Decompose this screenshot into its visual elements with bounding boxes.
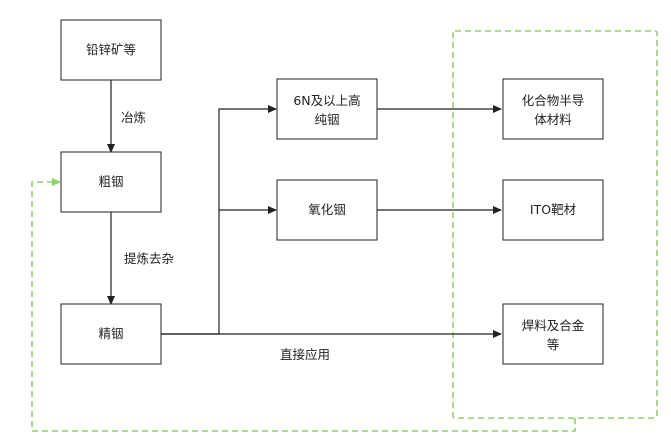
node-solder-alloy: 焊料及合金 等 (502, 303, 604, 365)
node-compound-semiconductor: 化合物半导 体材料 (502, 78, 604, 140)
node-ito-target-label: ITO靶材 (530, 202, 576, 217)
node-refined-indium: 精铟 (60, 303, 162, 365)
node-ito-target: ITO靶材 (502, 179, 604, 241)
arrow-refined-to-high-purity (161, 105, 277, 335)
feedback-arrow (31, 178, 576, 432)
node-high-purity-line2: 纯铟 (314, 112, 339, 127)
node-compound-line1: 化合物半导 (522, 93, 585, 108)
node-high-purity-indium: 6N及以上高 纯铟 (276, 78, 378, 140)
node-crude-indium-label: 粗铟 (98, 174, 123, 189)
edge-label-smelting: 冶炼 (121, 110, 146, 125)
node-refined-indium-label: 精铟 (98, 326, 123, 341)
node-high-purity-line1: 6N及以上高 (293, 93, 360, 108)
node-solder-line2: 等 (547, 337, 560, 352)
edge-label-purify: 提炼去杂 (124, 251, 174, 266)
edge-label-direct-use: 直接应用 (280, 347, 330, 362)
node-indium-oxide: 氧化铟 (276, 179, 378, 241)
node-ore-label: 铅锌矿等 (86, 42, 136, 57)
node-solder-line1: 焊料及合金 (522, 318, 585, 333)
node-compound-line2: 体材料 (534, 112, 572, 127)
node-crude-indium: 粗铟 (60, 151, 162, 213)
node-ore: 铅锌矿等 (60, 19, 162, 81)
products-group-border (452, 30, 658, 419)
node-indium-oxide-label: 氧化铟 (308, 202, 346, 217)
